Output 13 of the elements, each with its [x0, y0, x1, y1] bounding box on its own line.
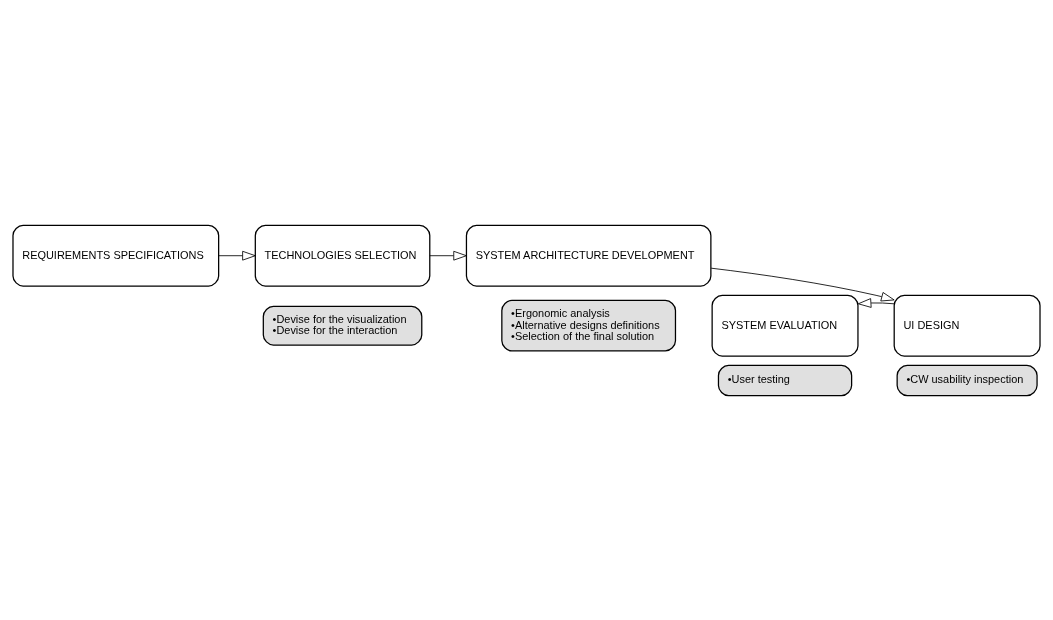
arrow: [857, 297, 895, 308]
node-box: •Devise for the visualization •Devise for the interaction: [262, 305, 423, 346]
node-box: SYSTEM ARCHITECTURE DEVELOPMENT: [465, 224, 712, 287]
node-box: •Ergonomic analysis •Alternative designs definitions •Selection of the final solution: [501, 299, 677, 352]
node-box: UI DESIGN: [893, 294, 1041, 357]
node-box: TECHNOLOGIES SELECTION: [254, 224, 431, 287]
arrow: [429, 250, 467, 261]
node-box: SYSTEM EVALUATION: [711, 294, 859, 357]
node-box: REQUIREMENTS SPECIFICATIONS: [12, 224, 220, 287]
node-box: •User testing: [717, 364, 853, 396]
arrow: [218, 250, 256, 261]
node-box: •CW usability inspection: [896, 364, 1038, 396]
arrow: [710, 267, 895, 301]
